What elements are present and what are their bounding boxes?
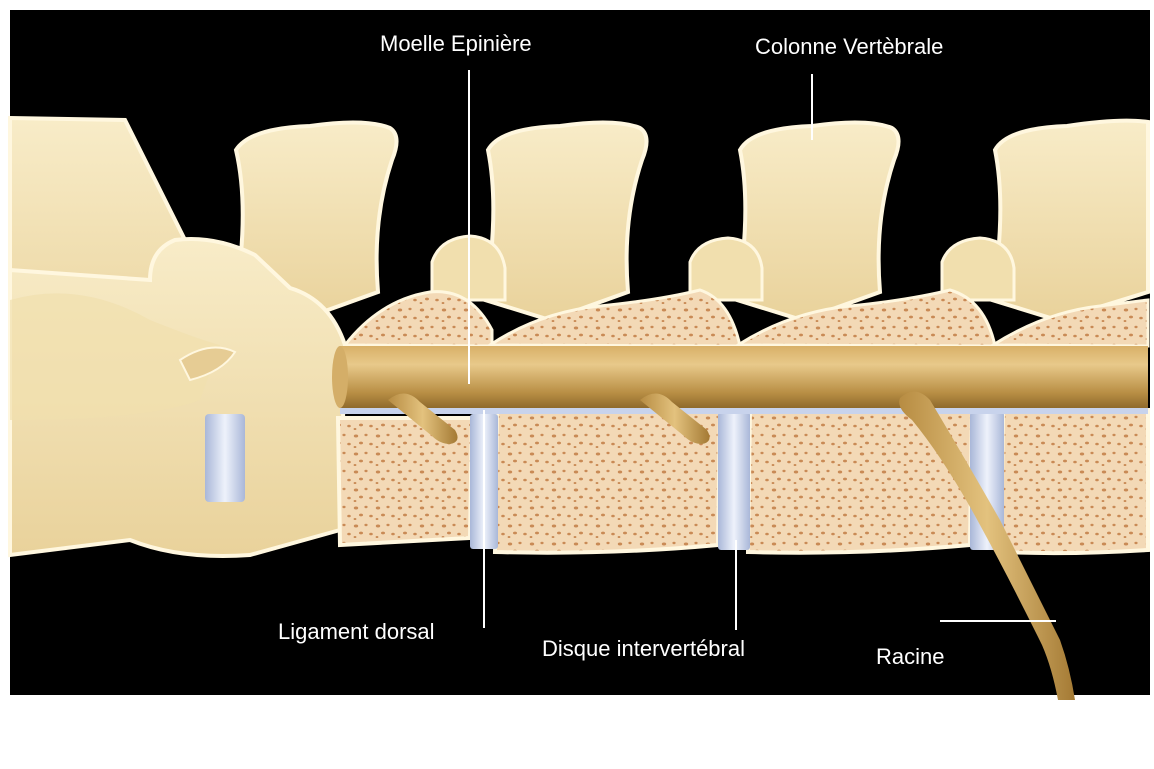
label-nerve-root-line2: Nerveuse	[876, 719, 996, 744]
label-spinal-column: Colonne Vertèbrale	[755, 34, 943, 59]
label-intervertebral-disc: Disque intervertébral	[542, 636, 745, 661]
label-dorsal-ligament: Ligament dorsal	[278, 619, 435, 644]
vertebral-body-4	[1001, 410, 1148, 553]
label-nerve-root-line1: Racine	[876, 644, 996, 669]
spinal-cord-end	[332, 346, 348, 408]
spinal-cord	[335, 346, 1148, 408]
spine-anatomy-diagram: Moelle Epinière Colonne Vertèbrale Ligam…	[0, 0, 1154, 706]
intervertebral-disc-0	[205, 414, 245, 502]
spinous-process-3	[485, 122, 647, 320]
intervertebral-disc-2	[718, 412, 750, 550]
label-nerve-root: Racine Nerveuse	[876, 594, 996, 769]
label-spinal-cord: Moelle Epinière	[380, 31, 532, 56]
